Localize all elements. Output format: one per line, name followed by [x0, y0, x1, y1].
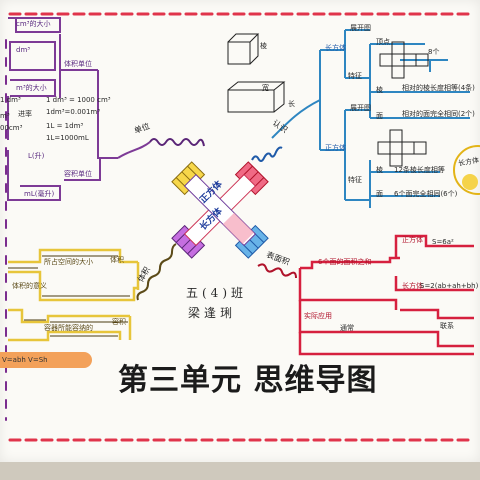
- understanding-branch-lines: [271, 29, 470, 208]
- unit-item-cm3: cm³的大小: [16, 20, 51, 28]
- understanding-cuboid-label: 长方体: [325, 44, 346, 52]
- cuboid-edges-rule: 相对的棱长度相等(4条): [402, 84, 475, 92]
- surface-area-definition: 6个面的面积之和: [318, 258, 372, 266]
- center-x-blocks: [171, 161, 269, 259]
- cuboid-vertex-label: 顶点: [376, 38, 390, 46]
- cube-unfold-label: 展开图: [350, 104, 371, 112]
- left-fragment-1: 1 dm³: [0, 96, 21, 104]
- understanding-connector-coil: [251, 146, 283, 162]
- unit-rate-2: 1dm³=0.001m³: [46, 108, 101, 116]
- rate-label: 进率: [18, 110, 32, 118]
- surface-area-connector-coil: [257, 263, 297, 279]
- volume-branch-inner-lines: [8, 255, 130, 337]
- cube-edges-rule: 12条棱长度相等: [394, 166, 445, 174]
- page-title: 第三单元 思维导图: [118, 363, 378, 398]
- volume-branch-lines: [8, 248, 140, 342]
- vertex-count: 8个: [428, 48, 440, 56]
- surface-cuboid-label: 长方体: [402, 282, 423, 290]
- surface-application: 实际应用: [304, 312, 332, 320]
- surface-cuboid-formula: S=2(ab+ah+bh): [420, 282, 479, 290]
- surface-related: 联系: [440, 322, 454, 330]
- side-note-circle: [453, 145, 480, 195]
- cube-net-drawing-2: [377, 129, 427, 167]
- mind-map-drawing: [5, 12, 480, 442]
- volume-formula-band: V=abh V=Sh: [0, 352, 92, 368]
- cube-features-label: 特征: [348, 176, 362, 184]
- volume-item-4: 容器所能容纳的: [44, 324, 93, 332]
- understanding-cube-label: 正方体: [325, 144, 346, 152]
- volume-item-2: 体积: [110, 256, 124, 264]
- capacity-item-l: L(升): [28, 152, 45, 160]
- surface-method: 通常: [340, 324, 354, 332]
- left-fragment-3: 00cm³: [0, 124, 23, 132]
- cube-face-label: 面: [376, 190, 383, 198]
- cube-edge-label: 棱: [376, 166, 383, 174]
- unit-item-dm3: dm³: [16, 46, 31, 54]
- cuboid-features-label: 特征: [348, 72, 362, 80]
- volume-connector-coil: [136, 243, 177, 301]
- capacity-unit-label: 容积单位: [64, 170, 92, 178]
- cuboid-edge-label: 棱: [376, 86, 383, 94]
- unit-rate-4: 1L=1000mL: [46, 134, 89, 142]
- capacity-item-ml: mL(毫升): [24, 190, 55, 198]
- volume-item-5: 容积: [112, 318, 126, 326]
- volume-item-3: 体积的意义: [12, 282, 47, 290]
- cube-net-drawing: [379, 41, 429, 79]
- cuboid-faces-rule: 相对的面完全相同(2个): [402, 110, 475, 118]
- volume-unit-label: 体积单位: [64, 60, 92, 68]
- units-connector-coil: [149, 138, 205, 147]
- cuboid-side-label-1: 长: [288, 100, 295, 108]
- cube-side-label-1: 棱: [260, 42, 267, 50]
- cuboid-unfold-label: 展开图: [350, 24, 371, 32]
- cube-faces-rule: 6个面完全相同(6个): [394, 190, 458, 198]
- cuboid-drawing: [227, 81, 286, 113]
- left-fragment-2: m³: [0, 112, 10, 120]
- decorative-border: [5, 12, 472, 442]
- cuboid-face-label: 面: [376, 112, 383, 120]
- surface-cube-label: 正方体: [402, 236, 423, 244]
- unit-item-m3: m³的大小: [16, 84, 47, 92]
- units-branch-lines: [7, 17, 151, 201]
- cuboid-side-label-2: 宽: [262, 84, 269, 92]
- volume-item-1: 所占空间的大小: [44, 258, 93, 266]
- cube-drawing: [227, 33, 260, 65]
- unit-rate-3: 1L = 1dm³: [46, 122, 84, 130]
- student-name: 梁逢琍: [188, 306, 237, 320]
- surface-area-branch-lines: [298, 234, 474, 356]
- surface-cube-formula: S=6a²: [432, 238, 454, 246]
- unit-rate-1: 1 dm³ = 1000 cm³: [46, 96, 111, 104]
- class-name: 五(4)班: [186, 286, 247, 300]
